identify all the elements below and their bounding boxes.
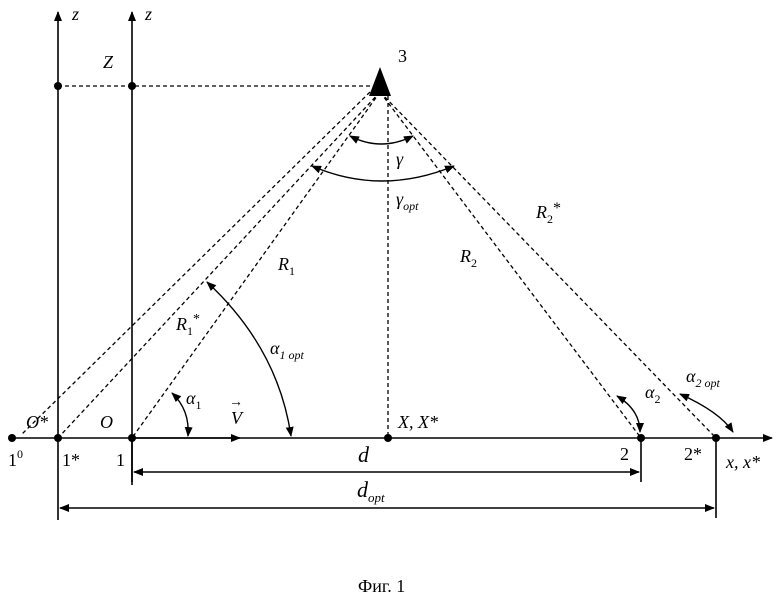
velocity-label: V: [231, 408, 244, 428]
dopt-label: dopt: [357, 477, 385, 505]
point-1-0: [8, 434, 16, 442]
ray-R1: [132, 92, 380, 438]
alpha1-opt-label: α1 opt: [270, 338, 304, 362]
station-3-triangle-icon: [369, 67, 391, 96]
point-Z-left: [54, 82, 62, 90]
ray-R2: [380, 92, 641, 438]
point-1-star: [54, 434, 62, 442]
x-axis-label: x, x*: [725, 452, 760, 472]
alpha2-opt-label: α2 opt: [686, 366, 720, 390]
O-label: O: [100, 412, 113, 432]
O-star-label: O*: [26, 412, 48, 432]
point-1-label: 1: [116, 450, 125, 470]
z-axis-left-label: z: [71, 4, 79, 24]
ray-R1-star: [58, 92, 380, 438]
ray-O-star: [22, 92, 370, 434]
Z-label: Z: [103, 52, 114, 72]
gamma-opt-arc: [312, 166, 454, 181]
point-Z-right: [128, 82, 136, 90]
alpha2-opt-arc: [680, 394, 733, 432]
point-1-0-label: 10: [8, 447, 23, 470]
point-2-star-label: 2*: [684, 444, 702, 464]
R2-label: R2: [459, 246, 477, 270]
z-axis-right-label: z: [144, 4, 152, 24]
gamma-label: γ: [396, 149, 404, 169]
station-3-label: 3: [398, 46, 407, 66]
d-label: d: [358, 442, 370, 467]
alpha2-arc: [617, 396, 640, 432]
point-X: [384, 434, 392, 442]
X-label: X, X*: [397, 412, 438, 432]
point-1-star-label: 1*: [62, 450, 80, 470]
ray-R2-star: [380, 92, 716, 438]
gamma-opt-label: γopt: [396, 189, 419, 213]
R1-star-label: R1*: [175, 312, 200, 338]
alpha2-label: α2: [645, 382, 660, 406]
figure-caption: Фиг. 1: [358, 576, 405, 596]
point-2-label: 2: [620, 444, 629, 464]
alpha1-label: α1: [186, 388, 201, 412]
R2-star-label: R2*: [535, 200, 561, 226]
alpha1-opt-arc: [207, 282, 291, 436]
gamma-arc: [350, 136, 413, 144]
R1-label: R1: [277, 254, 295, 278]
